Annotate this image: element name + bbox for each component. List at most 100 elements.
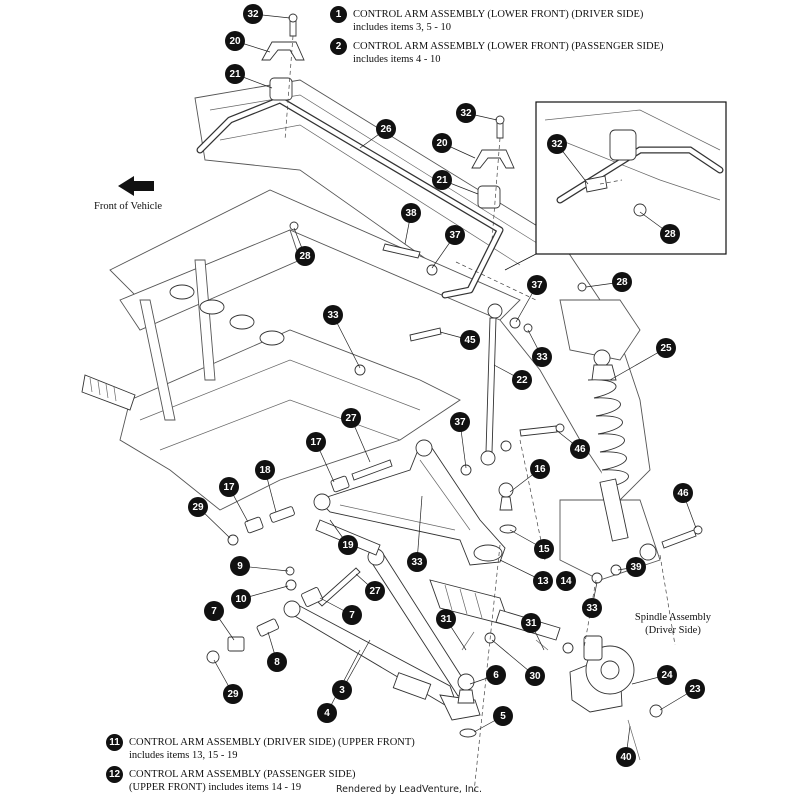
callout-number: 31	[440, 614, 452, 625]
legend-number: 1	[330, 6, 347, 23]
callout-badge	[533, 571, 553, 591]
callout-21: 21	[432, 170, 452, 190]
callout-badge	[582, 598, 602, 618]
callout-28: 28	[295, 246, 315, 266]
callout-badge	[267, 652, 287, 672]
callout-33: 33	[532, 347, 552, 367]
callout-32: 32	[456, 103, 476, 123]
callout-badge	[323, 305, 343, 325]
callout-badge	[407, 552, 427, 572]
callout-26: 26	[376, 119, 396, 139]
callout-31: 31	[436, 609, 456, 629]
callout-number: 10	[235, 594, 247, 605]
callout-badge	[556, 571, 576, 591]
callout-13: 13	[533, 571, 553, 591]
callout-badge	[657, 665, 677, 685]
callout-4: 4	[317, 703, 337, 723]
callout-badge	[532, 347, 552, 367]
callout-badge	[401, 203, 421, 223]
callout-number: 33	[327, 310, 339, 321]
callout-22: 22	[512, 370, 532, 390]
callout-29: 29	[188, 497, 208, 517]
legend-number: 12	[106, 766, 123, 783]
callout-3: 3	[332, 680, 352, 700]
callout-number: 21	[229, 69, 241, 80]
front-of-vehicle-label: Front of Vehicle	[94, 201, 163, 212]
legend-item-1: 1 CONTROL ARM ASSEMBLY (LOWER FRONT) (DR…	[330, 6, 663, 34]
callout-badge	[432, 133, 452, 153]
callout-16: 16	[530, 459, 550, 479]
callout-28: 28	[612, 272, 632, 292]
legend-title: CONTROL ARM ASSEMBLY (LOWER FRONT) (DRIV…	[353, 9, 644, 20]
callout-badge	[436, 609, 456, 629]
callout-33: 33	[323, 305, 343, 325]
callout-number: 3	[339, 685, 345, 696]
callout-27: 27	[365, 581, 385, 601]
callout-badge	[342, 605, 362, 625]
legend-item-12: 12 CONTROL ARM ASSEMBLY (PASSENGER SIDE)…	[106, 766, 415, 794]
callout-badge	[223, 684, 243, 704]
callout-badge	[656, 338, 676, 358]
callout-badge	[450, 412, 470, 432]
callout-33: 33	[582, 598, 602, 618]
callout-number: 29	[192, 502, 204, 513]
callout-25: 25	[656, 338, 676, 358]
callout-badge	[616, 747, 636, 767]
callout-badge	[527, 275, 547, 295]
callout-number: 14	[560, 576, 572, 587]
callout-number: 32	[247, 9, 259, 20]
callout-40: 40	[616, 747, 636, 767]
callout-number: 17	[310, 437, 322, 448]
callout-number: 29	[227, 689, 239, 700]
callout-number: 33	[411, 557, 423, 568]
legend-title: CONTROL ARM ASSEMBLY (DRIVER SIDE) (UPPE…	[129, 737, 415, 748]
callout-number: 30	[529, 671, 541, 682]
callout-number: 37	[454, 417, 466, 428]
callout-number: 15	[538, 544, 550, 555]
callout-17: 17	[306, 432, 326, 452]
callout-6: 6	[486, 665, 506, 685]
callout-21: 21	[225, 64, 245, 84]
callout-number: 46	[677, 488, 689, 499]
lower-control-arm	[206, 548, 481, 738]
spindle-assembly	[461, 631, 663, 761]
callout-number: 5	[500, 711, 506, 722]
callout-badge	[225, 64, 245, 84]
callout-number: 33	[586, 603, 598, 614]
callout-number: 46	[574, 444, 586, 455]
front-arrow-icon	[118, 176, 154, 196]
callout-badge	[534, 539, 554, 559]
callout-number: 26	[380, 124, 392, 135]
callout-badge	[225, 31, 245, 51]
callout-number: 18	[259, 465, 271, 476]
callout-number: 27	[345, 413, 357, 424]
callout-badge	[188, 497, 208, 517]
legend-item-2: 2 CONTROL ARM ASSEMBLY (LOWER FRONT) (PA…	[330, 38, 663, 66]
callout-29: 29	[223, 684, 243, 704]
shock-absorber	[519, 349, 703, 584]
callout-number: 7	[349, 610, 355, 621]
callout-number: 39	[630, 562, 642, 573]
callout-38: 38	[401, 203, 421, 223]
callout-number: 8	[274, 657, 280, 668]
callout-badge	[685, 679, 705, 699]
callout-badge	[460, 330, 480, 350]
callout-number: 22	[516, 375, 528, 386]
callout-37: 37	[450, 412, 470, 432]
callout-badge	[612, 272, 632, 292]
callout-30: 30	[525, 666, 545, 686]
legend-top: 1 CONTROL ARM ASSEMBLY (LOWER FRONT) (DR…	[330, 6, 663, 70]
legend-title: CONTROL ARM ASSEMBLY (PASSENGER SIDE)	[129, 769, 356, 780]
callout-badge	[255, 460, 275, 480]
callout-badge	[204, 601, 224, 621]
callout-24: 24	[657, 665, 677, 685]
callout-number: 28	[299, 251, 311, 262]
callout-number: 21	[436, 175, 448, 186]
legend-sub: includes items 13, 15 - 19	[129, 750, 238, 761]
guide-lines	[455, 261, 676, 793]
legend-sub: (UPPER FRONT) includes items 14 - 19	[129, 782, 302, 793]
callout-27: 27	[341, 408, 361, 428]
callout-badge	[512, 370, 532, 390]
callout-number: 23	[689, 684, 701, 695]
